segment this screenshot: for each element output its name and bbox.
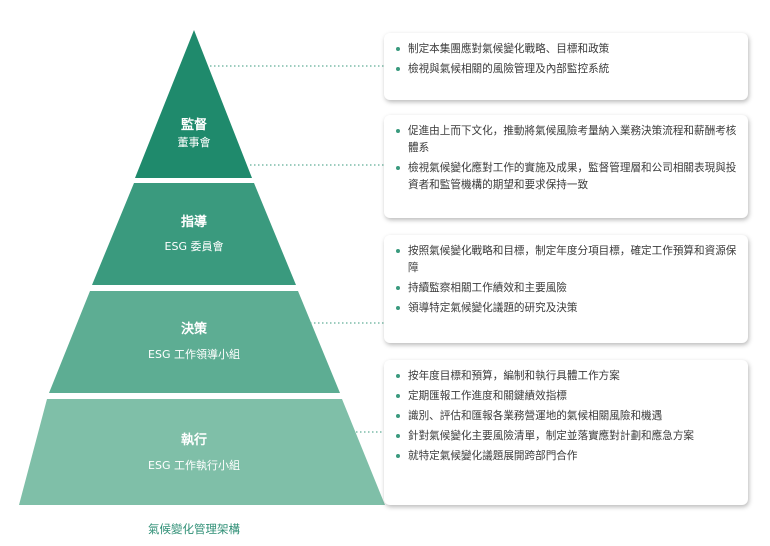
list-item: 針對氣候變化主要風險清單，制定並落實應對計劃和應急方案 — [394, 428, 738, 445]
tier-oversight-subtitle: 董事會 — [178, 135, 211, 149]
list-item: 按照氣候變化戰略和目標，制定年度分項目標，確定工作預算和資源保障 — [394, 243, 738, 277]
list-item: 檢視氣候變化應對工作的實施及成果，監督管理層和公司相關表現與投資者和監管機構的期… — [394, 160, 738, 194]
panel-decision: 按照氣候變化戰略和目標，制定年度分項目標，確定工作預算和資源保障 持續監察相關工… — [384, 235, 748, 343]
panel-oversight-list: 制定本集團應對氣候變化戰略、目標和政策 檢視與氣候相關的風險管理及內部監控系統 — [394, 41, 738, 78]
panel-oversight: 制定本集團應對氣候變化戰略、目標和政策 檢視與氣候相關的風險管理及內部監控系統 — [384, 33, 748, 100]
list-item: 持續監察相關工作績效和主要風險 — [394, 280, 738, 297]
list-item: 按年度目標和預算，編制和執行具體工作方案 — [394, 368, 738, 385]
tier-execution-subtitle: ESG 工作執行小組 — [148, 459, 240, 472]
list-item: 識別、評估和匯報各業務營運地的氣候相關風險和機遇 — [394, 408, 738, 425]
diagram-caption: 氣候變化管理架構 — [148, 522, 240, 536]
list-item: 促進由上而下文化，推動將氣候風險考量納入業務決策流程和薪酬考核體系 — [394, 123, 738, 157]
list-item: 制定本集團應對氣候變化戰略、目標和政策 — [394, 41, 738, 58]
tier-guidance-shape — [92, 183, 296, 285]
panel-execution: 按年度目標和預算，編制和執行具體工作方案 定期匯報工作進度和關鍵績效指標 識別、… — [384, 360, 748, 505]
panel-execution-list: 按年度目標和預算，編制和執行具體工作方案 定期匯報工作進度和關鍵績效指標 識別、… — [394, 368, 738, 465]
tier-decision-shape — [49, 291, 340, 393]
tier-oversight-shape — [135, 30, 252, 178]
list-item: 就特定氣候變化議題展開跨部門合作 — [394, 448, 738, 465]
tier-guidance-subtitle: ESG 委員會 — [165, 239, 224, 253]
tier-decision-subtitle: ESG 工作領導小組 — [148, 347, 240, 361]
panel-decision-list: 按照氣候變化戰略和目標，制定年度分項目標，確定工作預算和資源保障 持續監察相關工… — [394, 243, 738, 317]
list-item: 定期匯報工作進度和關鍵績效指標 — [394, 388, 738, 405]
tier-execution-title: 執行 — [181, 432, 207, 448]
list-item: 領導特定氣候變化議題的研究及決策 — [394, 300, 738, 317]
list-item: 檢視與氣候相關的風險管理及內部監控系統 — [394, 61, 738, 78]
tier-execution-shape — [19, 399, 385, 505]
tier-guidance-title: 指導 — [181, 214, 207, 230]
tier-oversight-title: 監督 — [181, 117, 207, 133]
tier-decision-title: 決策 — [181, 321, 208, 337]
panel-guidance: 促進由上而下文化，推動將氣候風險考量納入業務決策流程和薪酬考核體系 檢視氣候變化… — [384, 115, 748, 218]
panel-guidance-list: 促進由上而下文化，推動將氣候風險考量納入業務決策流程和薪酬考核體系 檢視氣候變化… — [394, 123, 738, 194]
